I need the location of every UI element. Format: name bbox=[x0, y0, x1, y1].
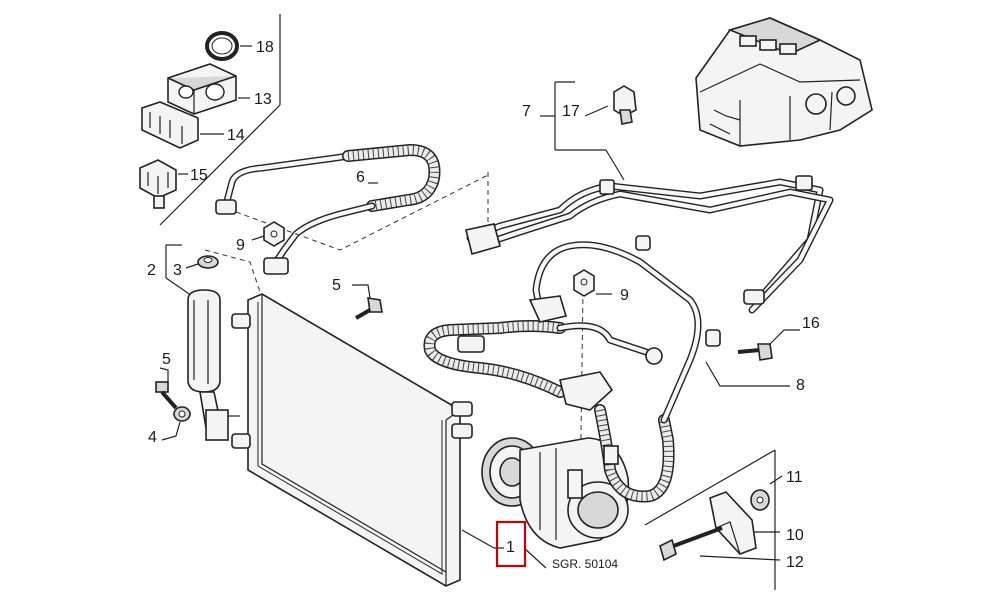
callout-11[interactable]: 11 bbox=[786, 469, 803, 486]
bolt-part-5-center bbox=[352, 284, 383, 320]
washer-part-4 bbox=[161, 406, 191, 441]
receiver-drier-part bbox=[165, 244, 240, 441]
callout-10[interactable]: 10 bbox=[786, 527, 804, 544]
compressor-hoses bbox=[423, 320, 675, 503]
nut-part-9-right bbox=[573, 269, 612, 297]
double-clip-part bbox=[141, 101, 224, 149]
callout-1[interactable]: 1 bbox=[506, 539, 515, 556]
callout-12[interactable]: 12 bbox=[786, 554, 804, 571]
evaporator-pipe-part bbox=[465, 81, 834, 314]
single-clip-part bbox=[139, 159, 188, 209]
callout-13[interactable]: 13 bbox=[254, 91, 272, 108]
callout-5-left[interactable]: 5 bbox=[162, 351, 171, 368]
condenser-part bbox=[231, 293, 504, 587]
washer-part-3 bbox=[185, 255, 219, 269]
bracket-panel-frame bbox=[644, 449, 776, 590]
callout-5-center[interactable]: 5 bbox=[332, 277, 341, 294]
callout-6[interactable]: 6 bbox=[356, 169, 365, 186]
upper-pipe-part bbox=[215, 144, 441, 275]
reference-code: SGR. 50104 bbox=[552, 557, 618, 571]
highlight-box-callout-1 bbox=[495, 520, 527, 568]
callout-15[interactable]: 15 bbox=[190, 167, 208, 184]
compressor-part bbox=[481, 437, 630, 549]
callout-3[interactable]: 3 bbox=[173, 262, 182, 279]
callout-labels: 18 13 14 15 6 9 2 3 5 5 4 7 17 9 16 8 11… bbox=[147, 39, 820, 571]
callout-9-right[interactable]: 9 bbox=[620, 287, 629, 304]
callout-16[interactable]: 16 bbox=[802, 315, 820, 332]
nut-part-9-left bbox=[251, 221, 285, 247]
callout-9-left[interactable]: 9 bbox=[236, 237, 245, 254]
o-ring-part bbox=[205, 31, 252, 61]
hvac-unit-part bbox=[695, 17, 873, 147]
long-pipe-part bbox=[528, 235, 790, 424]
callout-7[interactable]: 7 bbox=[522, 103, 531, 120]
small-parts-panel-frame bbox=[159, 14, 281, 226]
clamp-block-part bbox=[167, 63, 250, 115]
callout-1-leader bbox=[523, 547, 547, 569]
bracket-assembly bbox=[659, 475, 783, 562]
callout-18[interactable]: 18 bbox=[256, 39, 274, 56]
callout-17[interactable]: 17 bbox=[562, 103, 580, 120]
bolt-part-5-left bbox=[155, 367, 178, 410]
callout-14[interactable]: 14 bbox=[227, 127, 245, 144]
bolt-part-16 bbox=[737, 329, 800, 361]
callout-2[interactable]: 2 bbox=[147, 262, 156, 279]
pressure-switch-part bbox=[584, 85, 637, 125]
callout-8[interactable]: 8 bbox=[796, 377, 805, 394]
callout-4[interactable]: 4 bbox=[148, 429, 157, 446]
